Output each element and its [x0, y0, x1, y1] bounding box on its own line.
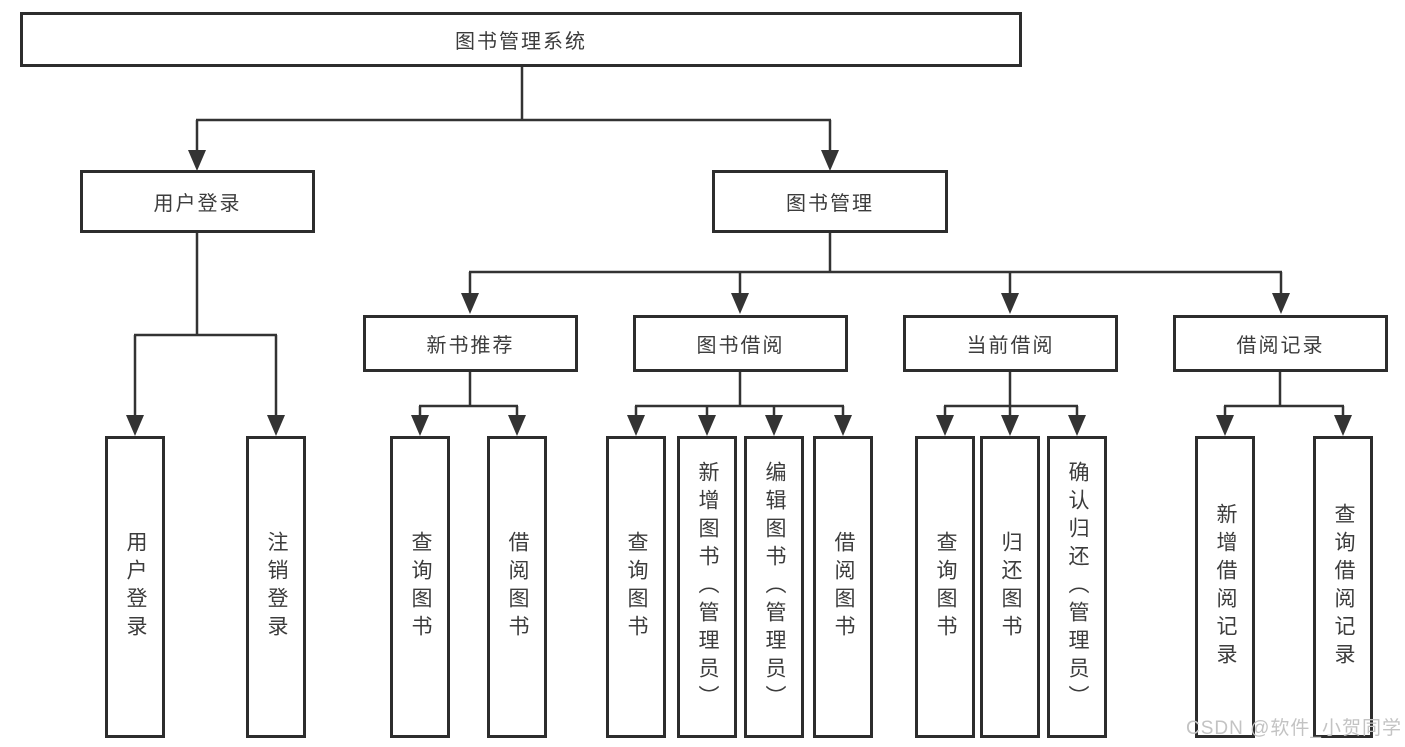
node-borrowing-records: 借阅记录: [1173, 315, 1388, 372]
connector-book-borrowing-branch: [627, 372, 852, 436]
node-library-system: 图书管理系统: [20, 12, 1022, 67]
leaf-recommend-query-books: 查询图书: [390, 436, 450, 738]
connector-line: [634, 372, 845, 417]
connector-line: [195, 67, 832, 152]
leaf-borrowing-query-books: 查询图书: [606, 436, 666, 738]
leaf-logout: 注销登录: [246, 436, 306, 738]
arrow-down-marker: [1216, 415, 1352, 436]
connector-book-management-branch: [461, 233, 1290, 314]
arrow-down-marker: [627, 415, 852, 436]
node-book-management: 图书管理: [712, 170, 948, 233]
node-current-borrowing: 当前借阅: [903, 315, 1118, 372]
connector-new-book-recommend-branch: [411, 372, 526, 436]
arrow-down-marker: [188, 150, 839, 171]
leaf-records-query-borrow-record: 查询借阅记录: [1313, 436, 1373, 738]
node-book-borrowing: 图书借阅: [633, 315, 848, 372]
leaf-current-return-books: 归还图书: [980, 436, 1040, 738]
connector-line: [1223, 372, 1345, 417]
node-user-login: 用户登录: [80, 170, 315, 233]
connector-line: [943, 372, 1079, 417]
connector-root-to-level2: [188, 67, 839, 171]
connector-line: [418, 372, 519, 417]
arrow-down-marker: [411, 415, 526, 436]
leaf-borrowing-edit-books-admin: 编辑图书（管理员）: [744, 436, 804, 738]
arrow-down-marker: [936, 415, 1086, 436]
connector-line: [133, 233, 278, 417]
node-new-book-recommend: 新书推荐: [363, 315, 578, 372]
connector-line: [468, 233, 1283, 295]
arrow-down-marker: [126, 415, 285, 436]
connector-current-borrowing-branch: [936, 372, 1086, 436]
leaf-user-login: 用户登录: [105, 436, 165, 738]
csdn-watermark: CSDN @软件_小贺同学: [1186, 718, 1402, 739]
connector-user-login-branch: [126, 233, 285, 436]
arrow-down-marker: [461, 293, 1290, 314]
connector-borrowing-records-branch: [1216, 372, 1352, 436]
leaf-borrowing-borrow-books: 借阅图书: [813, 436, 873, 738]
leaf-records-add-borrow-record: 新增借阅记录: [1195, 436, 1255, 738]
leaf-borrowing-add-books-admin: 新增图书（管理员）: [677, 436, 737, 738]
leaf-current-query-books: 查询图书: [915, 436, 975, 738]
leaf-recommend-borrow-books: 借阅图书: [487, 436, 547, 738]
leaf-current-confirm-return-admin: 确认归还（管理员）: [1047, 436, 1107, 738]
